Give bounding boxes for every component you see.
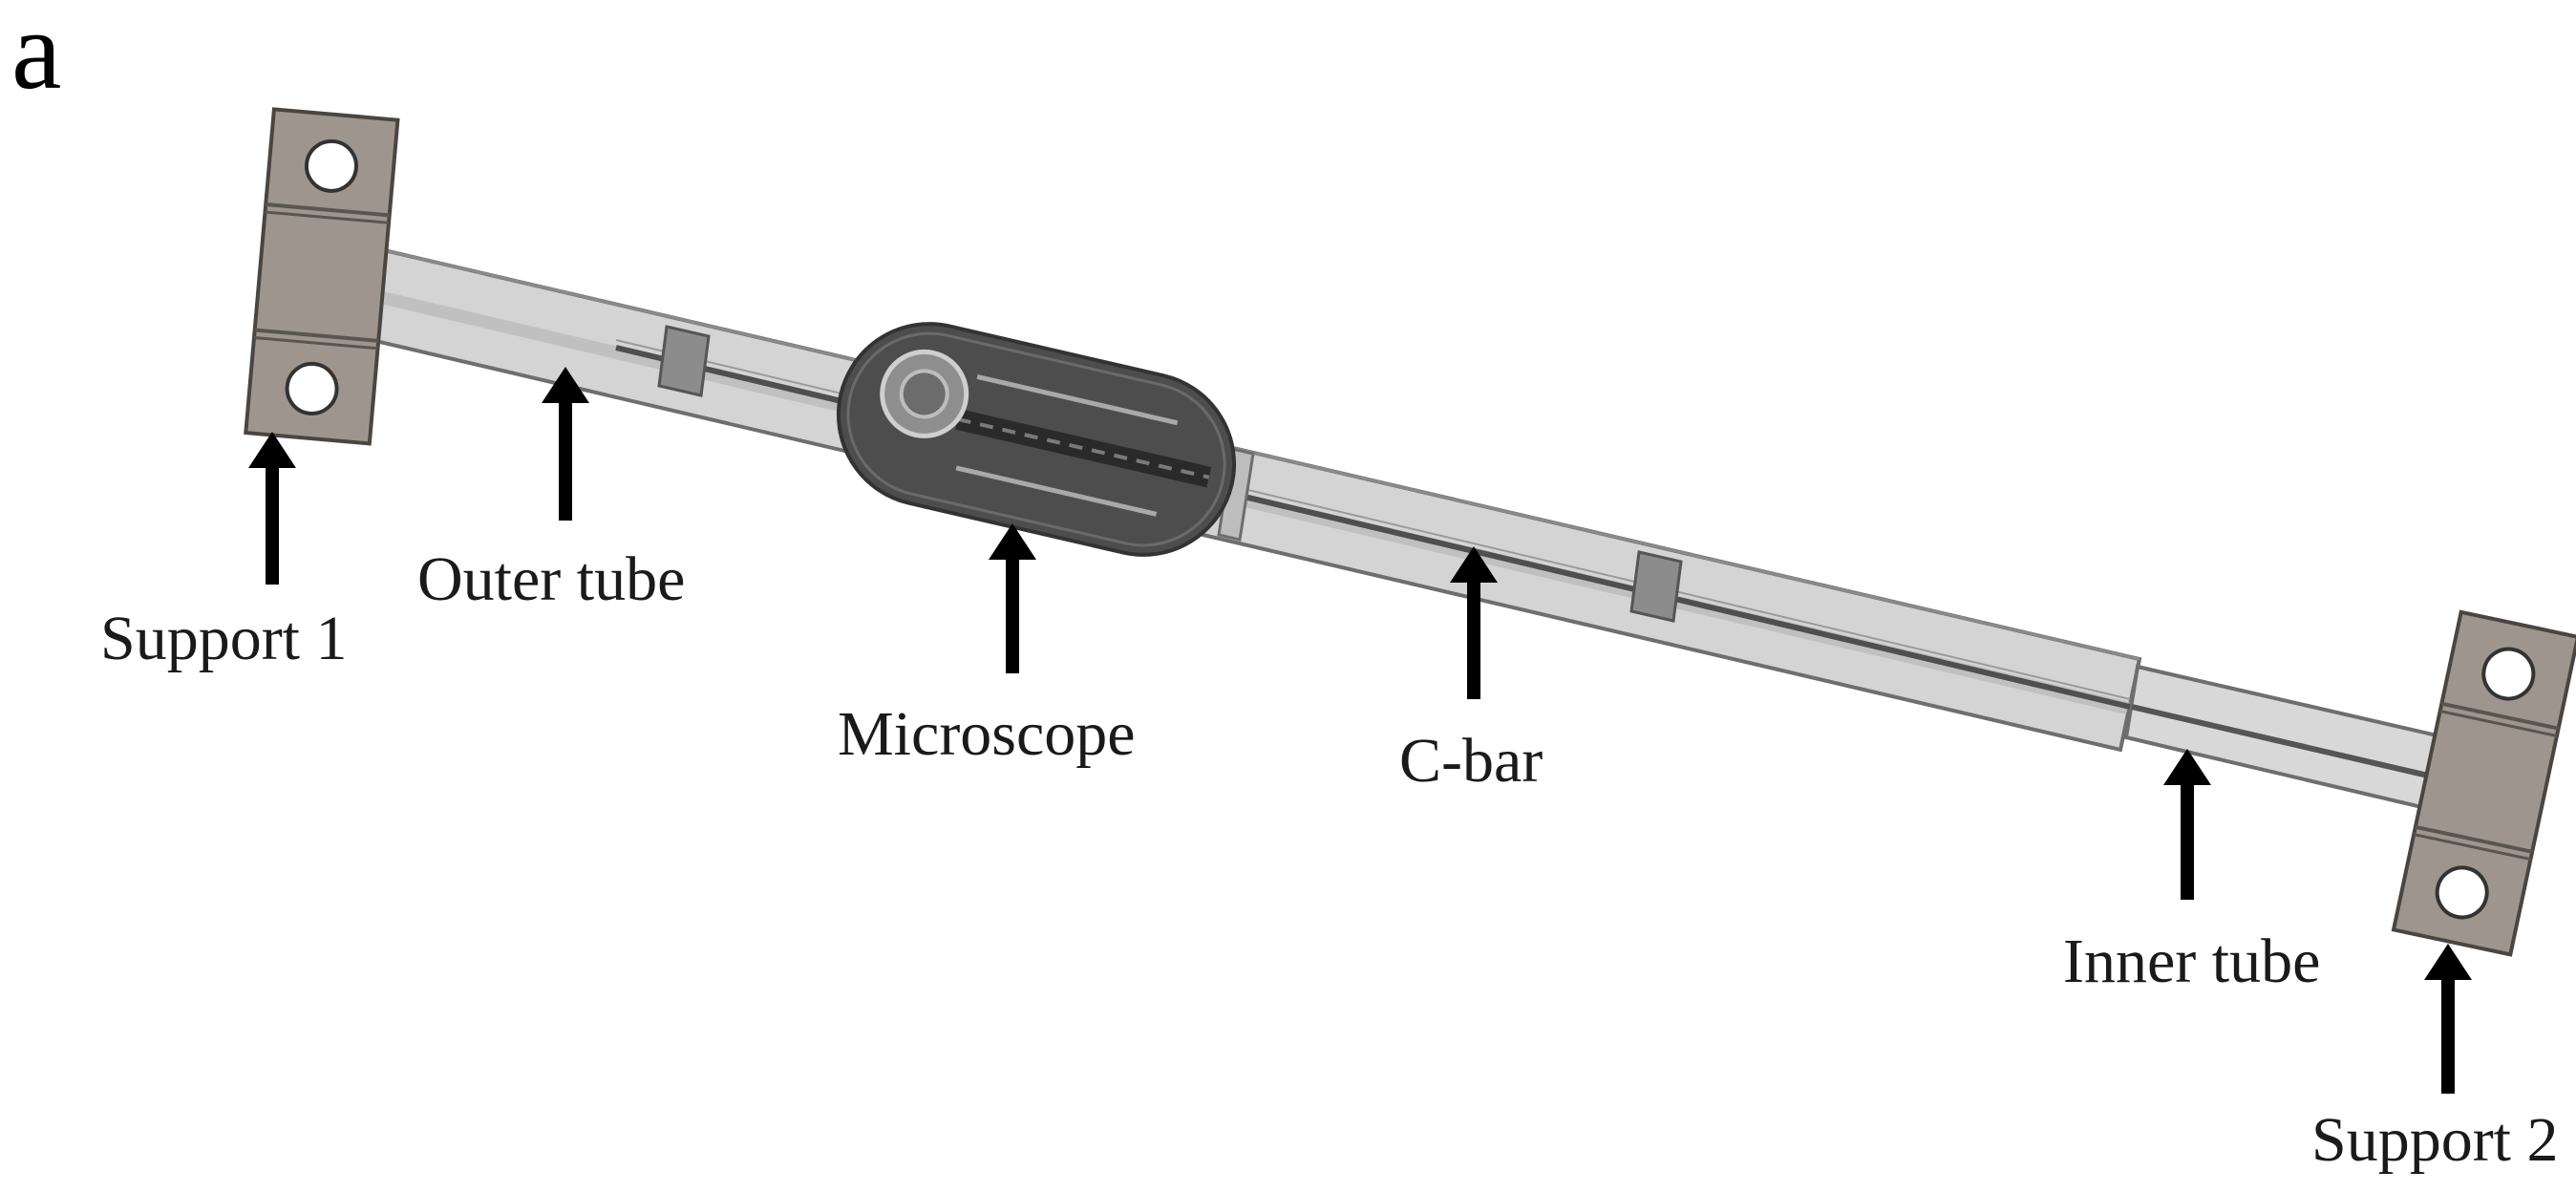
panel-label: a [11, 0, 61, 113]
label-support-2: Support 2 [2311, 1105, 2559, 1175]
bolt-hole-icon [285, 361, 339, 415]
label-support-1: Support 1 [100, 604, 348, 673]
support-1 [244, 107, 400, 446]
arrow-support-1 [248, 432, 296, 585]
arrow-inner-tube [2163, 749, 2211, 900]
label-c-bar: C-bar [1399, 726, 1543, 796]
arrow-microscope [989, 523, 1036, 673]
bolt-hole-icon [304, 138, 358, 193]
microscope [836, 322, 1237, 557]
label-outer-tube: Outer tube [417, 544, 685, 614]
label-microscope: Microscope [838, 699, 1136, 769]
bolt-hole-icon [2481, 647, 2536, 701]
slider-block-left [657, 325, 711, 397]
inner-tube [2123, 664, 2448, 813]
bolt-hole-icon [2435, 865, 2489, 920]
slider-block-right [1629, 550, 1683, 623]
arrow-support-2 [2424, 944, 2472, 1094]
arrow-c-bar [1450, 546, 1498, 699]
arrow-outer-tube [542, 367, 589, 521]
support-2 [2391, 609, 2576, 957]
label-inner-tube: Inner tube [2063, 926, 2320, 996]
